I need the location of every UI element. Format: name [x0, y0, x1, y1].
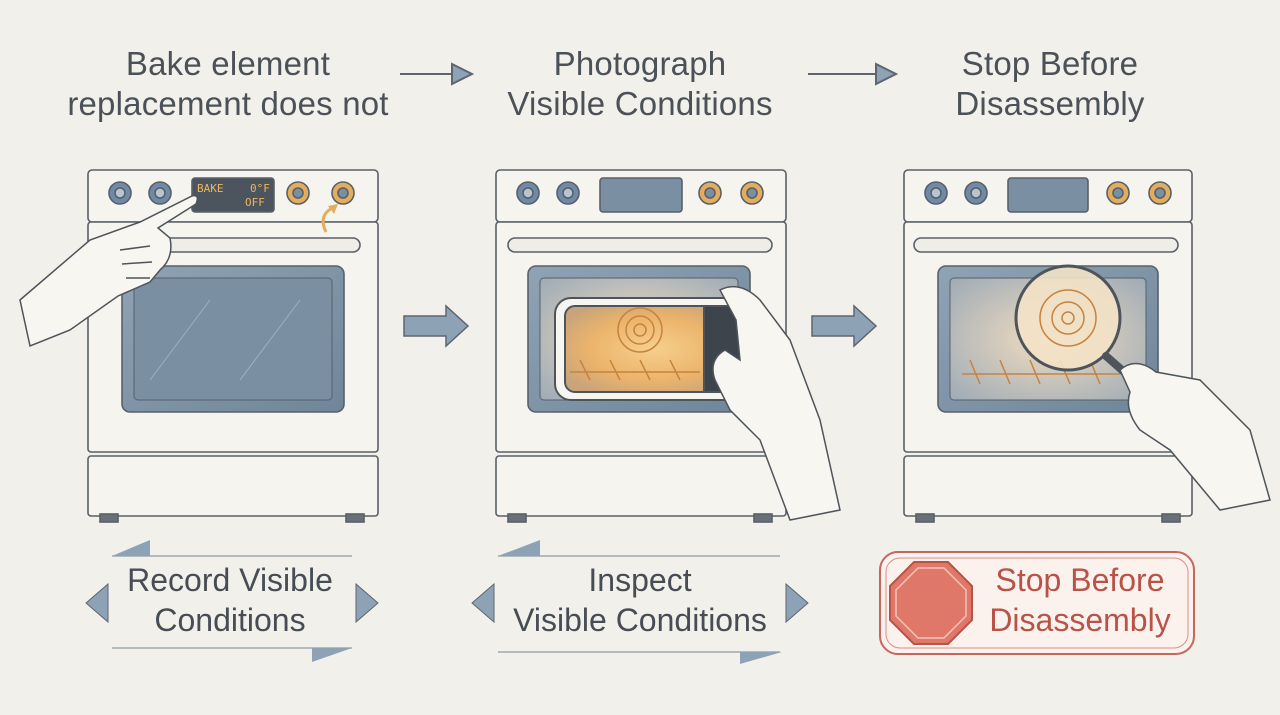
step-3-label: Stop Before Disassembly	[930, 560, 1230, 640]
hand-pointing-icon	[19, 194, 199, 348]
stop-sign-icon	[889, 561, 973, 645]
step-1-title: Bake element replacement does not	[58, 44, 398, 124]
step-3-title-line2: Disassembly	[955, 85, 1145, 122]
step-3-title: Stop Before Disassembly	[880, 44, 1220, 124]
step-1-label-line2: Conditions	[154, 602, 306, 638]
display-temp-text: 0°F	[250, 182, 270, 195]
label-1-frame	[112, 540, 352, 662]
step-3-label-line2: Disassembly	[989, 602, 1171, 638]
indicator-arrow-icon	[321, 206, 333, 233]
hand-holding-icon	[1119, 362, 1271, 511]
step-1-title-line1: Bake element	[125, 45, 331, 82]
right-arrow-icon	[811, 304, 878, 348]
label-2-frame	[498, 540, 782, 664]
display-mode-text: BAKE	[197, 182, 224, 195]
step-2-label-line1: Inspect	[588, 562, 692, 598]
step-1-title-line2: replacement does not	[67, 85, 389, 122]
step-3-title-line1: Stop Before	[961, 45, 1139, 82]
step-1-label-line1: Record Visible	[127, 562, 333, 598]
display-state-text: OFF	[245, 196, 265, 209]
step-2-title-line2: Visible Conditions	[507, 85, 773, 122]
step-2-title: Photograph Visible Conditions	[470, 44, 810, 124]
step-3-label-line1: Stop Before	[995, 562, 1165, 598]
right-arrow-icon	[403, 304, 470, 348]
right-triangle-icon	[785, 582, 809, 624]
top-arrow-2	[808, 62, 899, 86]
left-triangle-icon	[85, 582, 109, 624]
right-triangle-icon	[355, 582, 379, 624]
step-2-title-line1: Photograph	[553, 45, 727, 82]
left-triangle-icon	[471, 582, 495, 624]
oven-display: BAKE 0°F OFF	[197, 182, 270, 209]
step-1-label: Record Visible Conditions	[60, 560, 400, 640]
phone-icon	[554, 297, 752, 401]
step-2-label-line2: Visible Conditions	[513, 602, 767, 638]
top-arrow-1	[400, 62, 475, 86]
hand-holding-icon	[712, 285, 841, 521]
oven-1	[87, 169, 379, 523]
step-2-label: Inspect Visible Conditions	[470, 560, 810, 640]
